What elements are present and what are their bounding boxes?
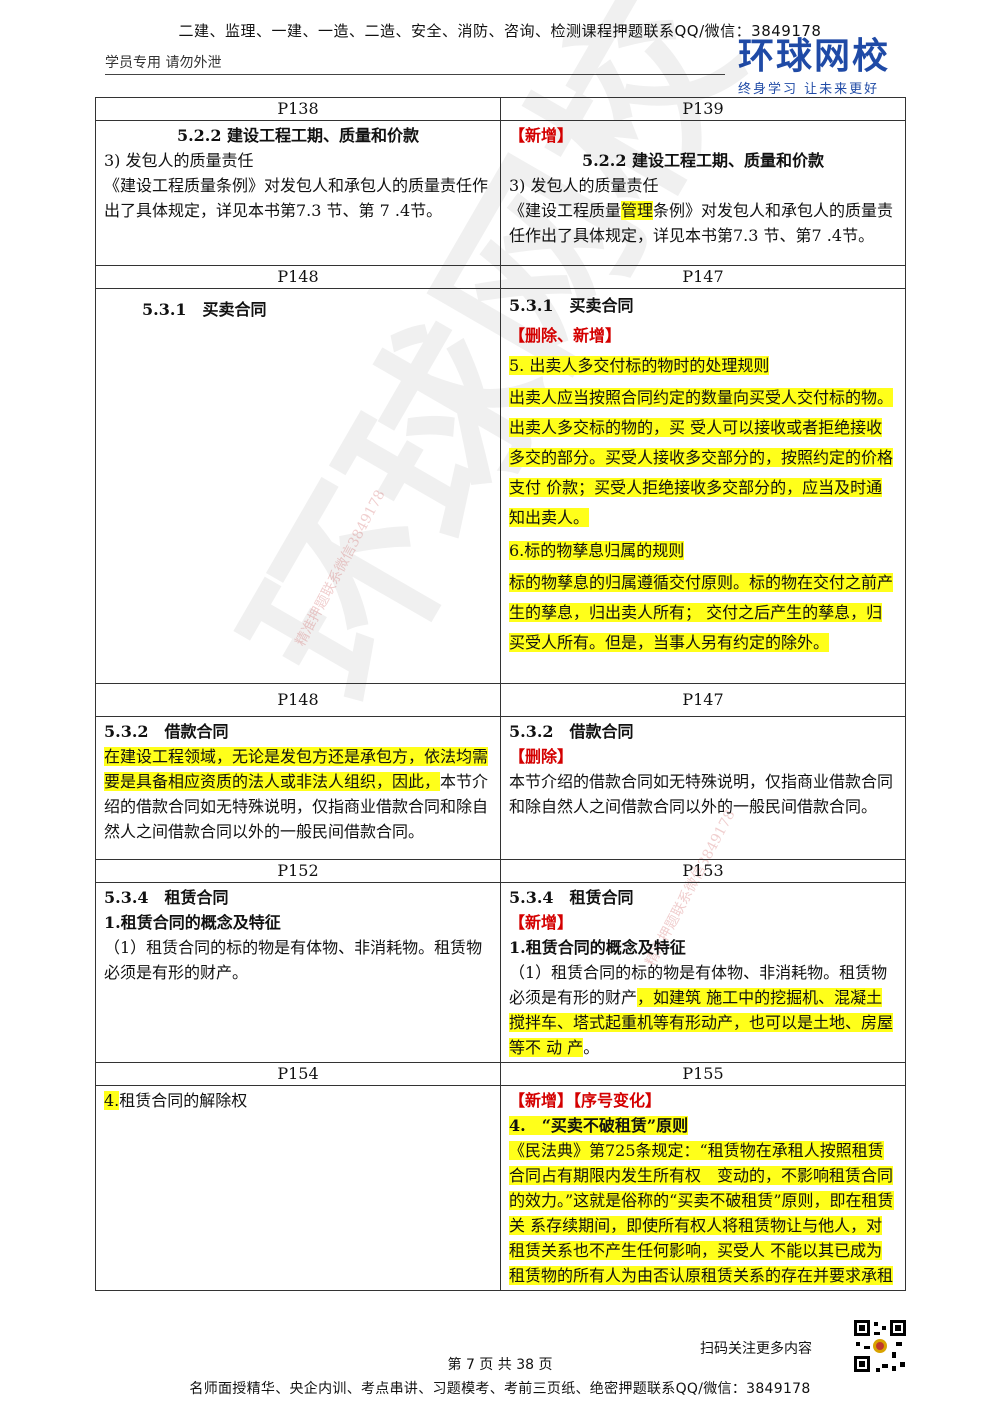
header-confidential-note: 学员专用 请勿外泄	[105, 55, 222, 71]
left-page-number: P148	[95, 265, 501, 289]
right-page-number: P147	[500, 265, 906, 289]
right-cell: 【新增】【序号变化】 4. “买卖不破租赁”原则 《民法典》第725条规定：“租…	[500, 1085, 906, 1291]
left-page-number: P138	[95, 97, 501, 121]
footer-scan-note: 扫码关注更多内容	[700, 1341, 812, 1357]
text-part: 本节介绍的借款合同如无特殊说明，仅指商业借款合同和除自然人之间借款合同以外的一般…	[104, 772, 489, 841]
item-text: 3) 发包人的质量责任	[509, 176, 659, 195]
highlighted-text: 4. “买卖不破租赁”原则	[509, 1116, 689, 1135]
body-text: （1）租赁合同的标的物是有体物、非消耗物。租赁物必须是有形的财产。	[104, 938, 483, 982]
content-row: 5.2.2 建设工程工期、质量和价款 3) 发包人的质量责任 《建设工程质量条例…	[95, 120, 906, 266]
left-cell: 5.3.2 借款合同 在建设工程领域，无论是发包方还是承包方，依法均需要是具备相…	[95, 716, 501, 860]
highlighted-text: 6.标的物孳息归属的规则	[509, 541, 685, 560]
section-heading: 5.3.2 借款合同	[509, 722, 634, 741]
section-heading: 5.3.4 租赁合同	[509, 888, 634, 907]
rule-title: 6.标的物孳息归属的规则	[509, 538, 897, 563]
rule-body: 标的物孳息的归属遵循交付原则。标的物在交付之前产生的孳息，归出卖人所有； 交付之…	[509, 568, 897, 658]
body-text: 《建设工程质量管理条例》对发包人和承包人的质量责任作出了具体规定，详见本书第7.…	[509, 198, 897, 248]
rule-title: 5. 出卖人多交付标的物时的处理规则	[509, 353, 897, 378]
body-text: 《建设工程质量条例》对发包人和承包人的质量责任作出了具体规定，详见本书第7.3 …	[104, 176, 489, 220]
header-contact-line: 二建、监理、一建、一造、二造、安全、消防、咨询、检测课程押题联系QQ/微信：38…	[178, 22, 822, 40]
content-row: 5.3.1 买卖合同 5.3.1 买卖合同 【删除、新增】 5. 出卖人多交付标…	[95, 288, 906, 684]
section-heading: 5.3.1 买卖合同	[142, 300, 267, 319]
highlighted-text: 《民法典》第725条规定：“租赁物在承租人按照租赁合同占有期限内发生所有权 变动…	[509, 1141, 894, 1285]
highlighted-text: 管理	[621, 201, 654, 220]
sub-heading: 1.租赁合同的概念及特征	[509, 938, 686, 957]
left-page-number: P154	[95, 1062, 501, 1086]
sub-heading: 1.租赁合同的概念及特征	[104, 913, 281, 932]
item-text: 3) 发包人的质量责任	[104, 151, 254, 170]
rule-body: 出卖人应当按照合同约定的数量向买受人交付标的物。出卖人多交标的物的，买 受人可以…	[509, 383, 897, 533]
body-text: （1）租赁合同的标的物是有体物、非消耗物。租赁物必须是有形的财产，如建筑 施工中…	[509, 960, 897, 1060]
logo-slogan: 终身学习 让未来更好	[738, 82, 880, 97]
page-number-row: P138 P139	[95, 97, 906, 121]
change-tag: 【删除】	[509, 747, 574, 766]
section-heading: 5.2.2 建设工程工期、质量和价款	[176, 126, 420, 145]
body-text: 在建设工程领域，无论是发包方还是承包方，依法均需要是具备相应资质的法人或非法人组…	[104, 744, 492, 844]
body-text: 《民法典》第725条规定：“租赁物在承租人按照租赁合同占有期限内发生所有权 变动…	[509, 1138, 897, 1288]
right-page-number: P139	[500, 97, 906, 121]
left-cell: 5.3.4 租赁合同 1.租赁合同的概念及特征 （1）租赁合同的标的物是有体物、…	[95, 882, 501, 1063]
brand-logo: 环球网校 终身学习 让未来更好	[738, 36, 918, 98]
page-number-row: P154 P155	[95, 1062, 906, 1086]
change-tag: 【新增】	[509, 126, 574, 145]
left-cell: 4.租赁合同的解除权	[95, 1085, 501, 1291]
section-heading: 5.3.2 借款合同	[104, 722, 229, 741]
right-cell: 5.3.4 租赁合同 【新增】 1.租赁合同的概念及特征 （1）租赁合同的标的物…	[500, 882, 906, 1063]
highlighted-text: 出卖人应当按照合同约定的数量向买受人交付标的物。出卖人多交标的物的，买 受人可以…	[509, 388, 894, 527]
left-cell: 5.2.2 建设工程工期、质量和价款 3) 发包人的质量责任 《建设工程质量条例…	[95, 120, 501, 266]
content-row: 4.租赁合同的解除权 【新增】【序号变化】 4. “买卖不破租赁”原则 《民法典…	[95, 1085, 906, 1291]
header-divider	[105, 74, 725, 75]
footer-contact-line: 名师面授精华、央企内训、考点串讲、习题模考、考前三页纸、绝密押题联系QQ/微信：…	[189, 1381, 811, 1397]
page-indicator: 第 7 页 共 38 页	[447, 1357, 553, 1373]
text-part: 租赁合同的解除权	[119, 1091, 248, 1110]
text-part: 。	[583, 1038, 600, 1057]
left-page-number: P152	[95, 859, 501, 883]
right-cell: 5.3.2 借款合同 【删除】 本节介绍的借款合同如无特殊说明，仅指商业借款合同…	[500, 716, 906, 860]
page-number-row: P152 P153	[95, 859, 906, 883]
highlighted-number: 4.	[104, 1091, 120, 1110]
qr-code-icon	[852, 1318, 908, 1374]
comparison-table: P138 P139 5.2.2 建设工程工期、质量和价款 3) 发包人的质量责任…	[95, 97, 906, 1291]
right-cell: 5.3.1 买卖合同 【删除、新增】 5. 出卖人多交付标的物时的处理规则 出卖…	[500, 288, 906, 684]
section-heading: 5.3.4 租赁合同	[104, 888, 229, 907]
page-number-row: P148 P147	[95, 265, 906, 289]
right-page-number: P147	[500, 683, 906, 717]
left-cell: 5.3.1 买卖合同	[95, 288, 501, 684]
text-part: （1）租赁合同的标的物是有体物、非消耗物。租赁物必须是有形的财产	[509, 963, 888, 1007]
text-part: 《建设工程质量	[509, 201, 622, 220]
right-cell: 【新增】 5.2.2 建设工程工期、质量和价款 3) 发包人的质量责任 《建设工…	[500, 120, 906, 266]
left-page-number: P148	[95, 683, 501, 717]
section-heading: 4. “买卖不破租赁”原则	[509, 1113, 897, 1138]
body-text: 本节介绍的借款合同如无特殊说明，仅指商业借款合同和除自然人之间借款合同以外的一般…	[509, 772, 894, 816]
change-tag: 【新增】	[509, 913, 574, 932]
content-row: 5.3.4 租赁合同 1.租赁合同的概念及特征 （1）租赁合同的标的物是有体物、…	[95, 882, 906, 1063]
highlighted-text: 标的物孳息的归属遵循交付原则。标的物在交付之前产生的孳息，归出卖人所有； 交付之…	[509, 573, 894, 652]
content-row: 5.3.2 借款合同 在建设工程领域，无论是发包方还是承包方，依法均需要是具备相…	[95, 716, 906, 860]
change-tag: 【删除、新增】	[509, 326, 622, 345]
right-page-number: P153	[500, 859, 906, 883]
section-heading: 5.3.1 买卖合同	[509, 296, 634, 315]
page-number-row: P148 P147	[95, 683, 906, 717]
right-page-number: P155	[500, 1062, 906, 1086]
highlighted-text: 5. 出卖人多交付标的物时的处理规则	[509, 356, 770, 375]
change-tag: 【新增】【序号变化】	[509, 1091, 662, 1110]
body-text: 4.租赁合同的解除权	[104, 1088, 492, 1113]
logo-text: 环球网校	[738, 36, 891, 77]
highlighted-text: 在建设工程领域，无论是发包方还是承包方，依法均需要是具备相应资质的法人或非法人组…	[104, 747, 489, 791]
section-heading: 5.2.2 建设工程工期、质量和价款	[581, 151, 825, 170]
text-part: 条例》对发包人和承包人的质量责任作出了具体规定，详见本书第7.3 节、第7 .4…	[509, 201, 894, 245]
